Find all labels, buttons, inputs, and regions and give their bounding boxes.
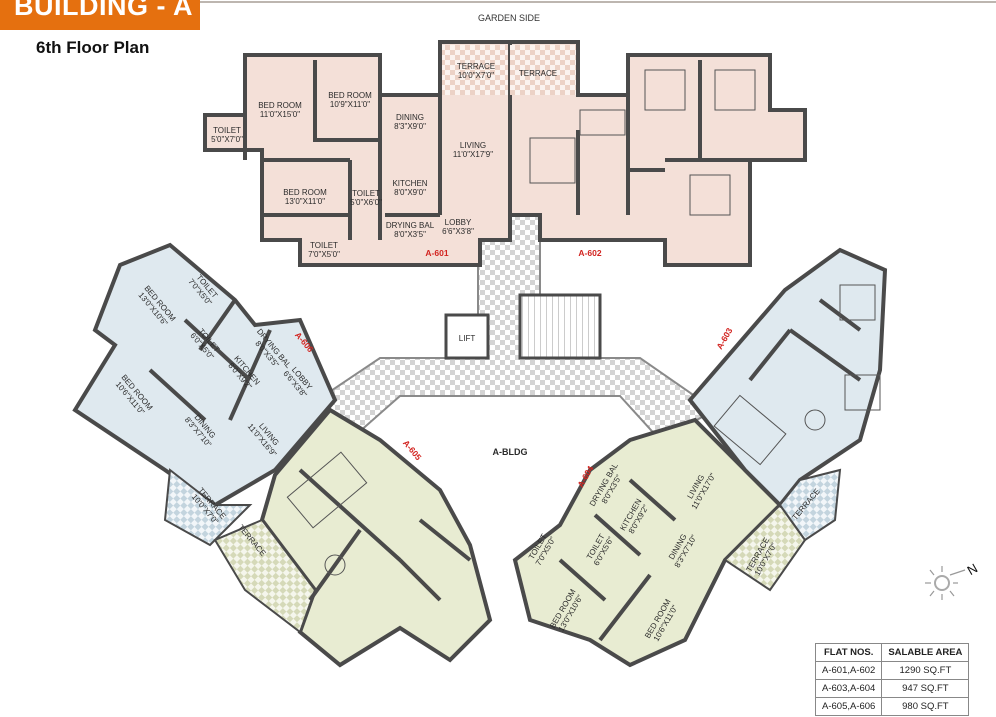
room-label: TERRACE [519,69,557,78]
sofa-set [713,394,787,466]
table-row: A-605,A-606 980 SQ.FT [814,697,970,716]
garden-side-label: GARDEN SIDE [478,13,541,23]
terrace [442,45,508,95]
table-header-row: FLAT NOS. SALABLE AREA [814,643,970,662]
north-label: N [965,560,981,578]
lift-label: LIFT [459,334,476,343]
bed [839,284,876,321]
area-cell: 980 SQ.FT [881,697,970,716]
flat-a605 [213,407,493,668]
dining-table [324,554,346,576]
column-header: SALABLE AREA [881,643,970,662]
sofa-set [529,137,576,184]
bed [644,69,686,111]
area-cell: 947 SQ.FT [881,679,970,698]
building-banner: BUILDING - A [0,0,200,30]
dining-table [579,109,626,136]
building-title: BUILDING - A [14,0,193,21]
dining-table [804,409,826,431]
staircase [518,293,602,360]
flat-a606 [72,242,338,547]
flat-nos-cell: A-601,A-602 [814,661,883,680]
common-corridor: LIFT [308,214,717,442]
flat-label-a603: A-603 [714,326,734,351]
flat-label-a602: A-602 [578,248,601,258]
terrace [778,468,842,542]
flat-a602 [508,40,807,267]
sofa-set [286,451,368,529]
terrace [510,45,576,95]
area-cell: 1290 SQ.FT [881,661,970,680]
table-row: A-601,A-602 1290 SQ.FT [814,661,970,680]
bed [689,174,731,216]
building-label: A-BLDG [493,447,528,457]
flat-a603 [687,247,888,542]
flat-a601 [203,40,512,267]
terrace [163,468,253,547]
flat-nos-cell: A-603,A-604 [814,679,883,698]
table-row: A-603,A-604 947 SQ.FT [814,679,970,698]
lift [444,313,490,360]
flat-nos-cell: A-605,A-606 [814,697,883,716]
flat-label-a601: A-601 [425,248,448,258]
floor-title: 6th Floor Plan [36,38,150,57]
north-compass-icon: N [925,560,980,600]
bed [714,69,756,111]
top-rule [0,1,996,3]
column-header: FLAT NOS. [814,643,883,662]
bed [844,374,881,411]
terrace [213,518,317,634]
salable-area-table: FLAT NOS. SALABLE AREA A-601,A-602 1290 … [814,643,970,716]
